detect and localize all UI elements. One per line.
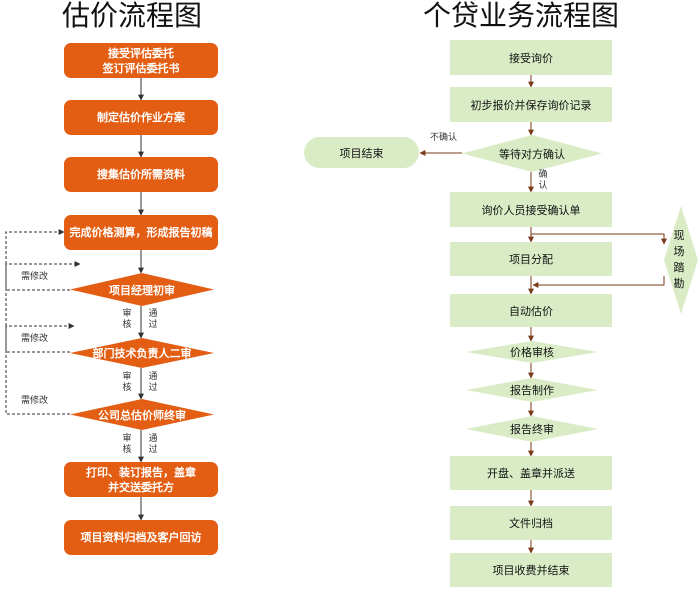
pass-label-2: 通过 [148, 372, 158, 393]
step-accept-inquiry: 接受询价 [450, 40, 612, 75]
site-survey-hexagon [664, 206, 698, 314]
step-file-archive: 文件归档 [450, 506, 612, 540]
decision-await-confirmation: 等待对方确认 [462, 135, 602, 172]
decision-department-review-label: 部门技术负责人二审 [92, 347, 192, 360]
revise-label-3: 需修改 [21, 396, 49, 406]
step-confirmation-slip: 询价人员接受确认单 [450, 192, 612, 227]
step-archive-followup: 项目资料归档及客户回访 [64, 520, 218, 555]
decision-report-making-label: 报告制作 [510, 384, 554, 397]
decision-price-review-label: 价格审核 [510, 346, 554, 359]
confirm-label: 确认 [538, 170, 548, 191]
step-collect-materials: 搜集估价所需资料 [64, 157, 218, 192]
left-chart-title: 估价流程图 [62, 0, 203, 32]
terminal-project-end: 项目结束 [304, 137, 419, 168]
decision-report-final: 报告终审 [466, 416, 598, 442]
review-label-2: 审核 [122, 372, 132, 393]
decision-department-review: 部门技术负责人二审 [70, 338, 214, 368]
site-survey-shape [664, 206, 698, 314]
step-project-assign: 项目分配 [450, 242, 612, 276]
decision-price-review: 价格审核 [466, 341, 598, 363]
step-issue-stamp-deliver: 开盘、盖章并派送 [450, 456, 612, 490]
step-initial-quote: 初步报价并保存询价记录 [450, 87, 612, 122]
decision-report-making: 报告制作 [466, 378, 598, 402]
step-draft-report: 完成价格测算，形成报告初稿 [64, 215, 218, 250]
revise-label-2: 需修改 [21, 334, 49, 344]
decision-manager-review-label: 项目经理初审 [109, 283, 175, 297]
decision-manager-review: 项目经理初审 [70, 273, 214, 306]
revise-label-1: 需修改 [21, 272, 49, 282]
step-auto-valuation: 自动估价 [450, 294, 612, 327]
review-label-3: 审核 [122, 434, 132, 455]
step-make-plan: 制定估价作业方案 [64, 100, 218, 135]
step-print-deliver: 打印、装订报告，盖章 并交送委托方 [64, 462, 218, 497]
step-charge-finish: 项目收费并结束 [450, 553, 612, 587]
step-accept-commission: 接受评估委托 签订评估委托书 [64, 43, 218, 78]
pass-label-3: 通过 [148, 434, 158, 455]
decision-await-confirmation-label: 等待对方确认 [499, 147, 565, 161]
pass-label-1: 通过 [148, 309, 158, 330]
review-label-1: 审核 [122, 309, 132, 330]
site-survey-label: 现场踏勘 [673, 229, 685, 290]
decision-final-review-label: 公司总估价师终审 [98, 408, 186, 422]
decision-report-final-label: 报告终审 [510, 423, 554, 436]
not-confirm-label: 不确认 [430, 133, 458, 143]
decision-final-review: 公司总估价师终审 [70, 399, 214, 430]
right-chart-title: 个贷业务流程图 [423, 0, 620, 32]
